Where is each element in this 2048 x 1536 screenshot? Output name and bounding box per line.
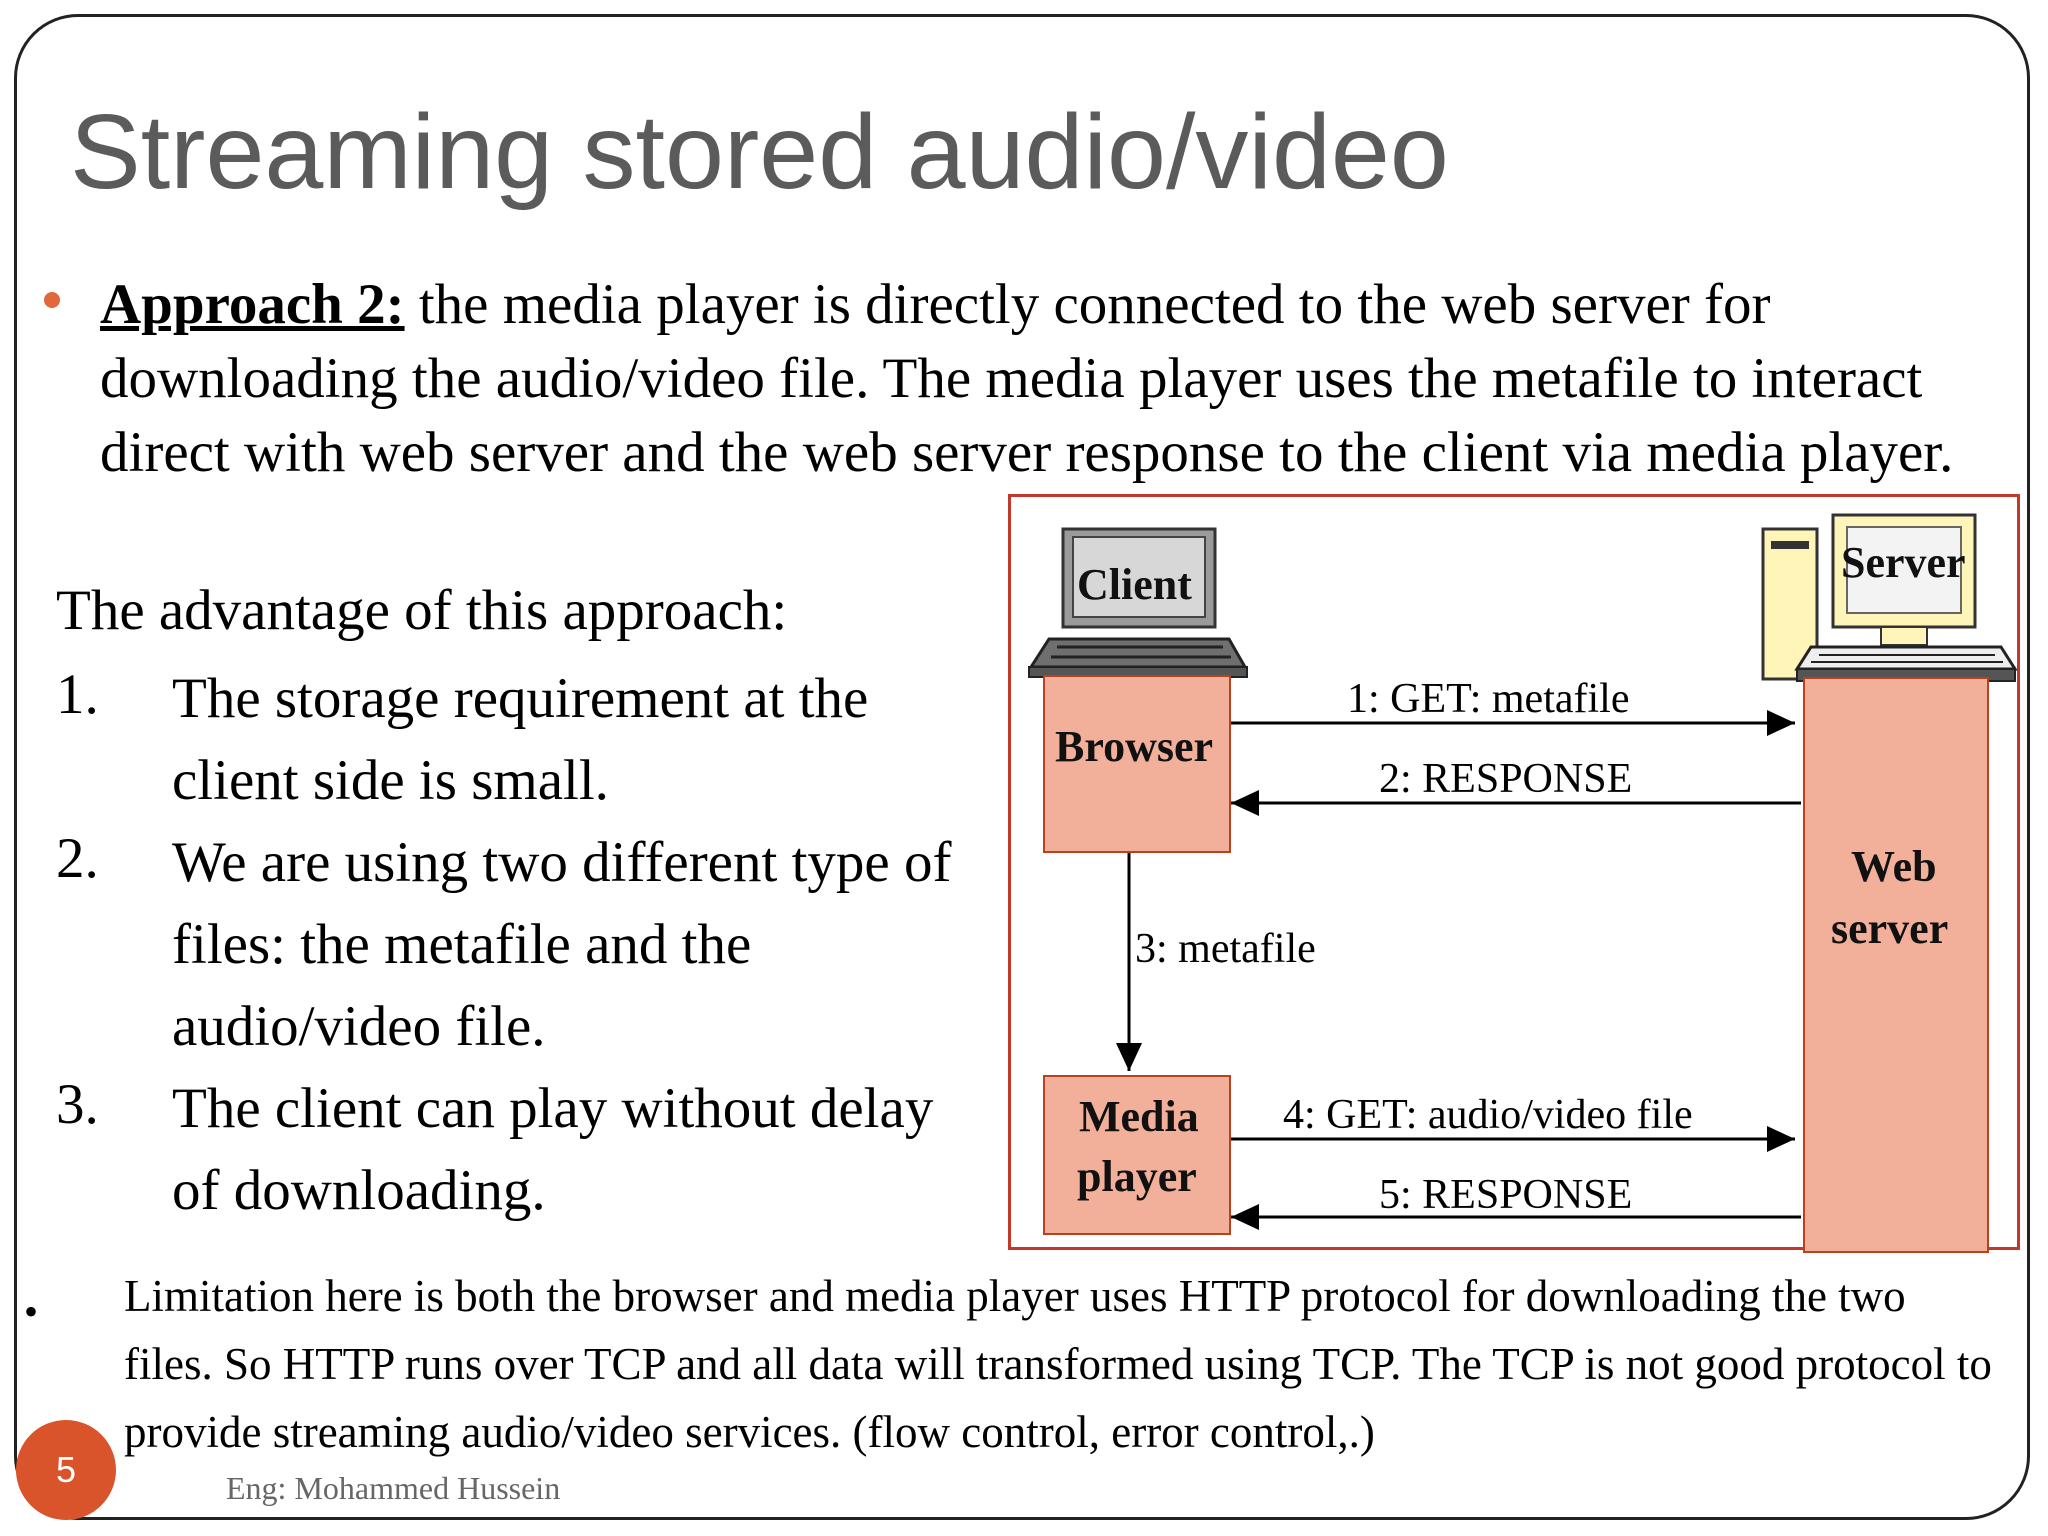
browser-label: Browser xyxy=(1055,722,1214,771)
arrow-label-get-audio-video: 4: GET: audio/video file xyxy=(1283,1092,1693,1138)
laptop-icon xyxy=(1028,527,1248,678)
advantage-number: 3. xyxy=(56,1073,99,1136)
advantage-heading: The advantage of this approach: xyxy=(56,579,788,642)
slide-title: Streaming stored audio/video xyxy=(70,93,1449,211)
limitation-bullet: • xyxy=(24,1289,39,1334)
approach-text: the media player is directly connected t… xyxy=(100,273,1954,484)
page-number-badge: 5 xyxy=(16,1420,116,1520)
advantage-number: 2. xyxy=(56,827,99,890)
advantage-item: The storage requirement at the client si… xyxy=(172,667,869,812)
arrow-label-metafile: 3: metafile xyxy=(1135,926,1316,972)
arrow-label-response: 2: RESPONSE xyxy=(1379,756,1633,802)
streaming-diagram: Browser Media player Web server Client S… xyxy=(1008,494,2020,1253)
advantage-item: The client can play without delay of dow… xyxy=(172,1077,934,1222)
advantage-number: 1. xyxy=(56,663,99,726)
media-player-box xyxy=(1043,1075,1231,1235)
server-label: Server xyxy=(1841,538,1966,587)
approach-paragraph: Approach 2: the media player is directly… xyxy=(100,268,1980,490)
bullet-dot-icon xyxy=(44,292,60,308)
advantage-item: We are using two different type of files… xyxy=(172,831,952,1058)
web-server-box xyxy=(1803,677,1989,1253)
arrow-label-response: 5: RESPONSE xyxy=(1379,1172,1633,1218)
media-player-label: player xyxy=(1077,1152,1197,1201)
web-server-label: Web xyxy=(1851,842,1937,891)
arrow-label-get-metafile: 1: GET: metafile xyxy=(1347,676,1630,722)
browser-box xyxy=(1043,675,1231,853)
web-server-label: server xyxy=(1831,904,1949,953)
client-label: Client xyxy=(1077,560,1192,609)
limitation-paragraph: Limitation here is both the browser and … xyxy=(124,1271,1992,1457)
media-player-label: Media xyxy=(1079,1092,1199,1141)
approach-label: Approach 2: xyxy=(100,273,405,336)
footer-author: Eng: Mohammed Hussein xyxy=(226,1470,561,1506)
